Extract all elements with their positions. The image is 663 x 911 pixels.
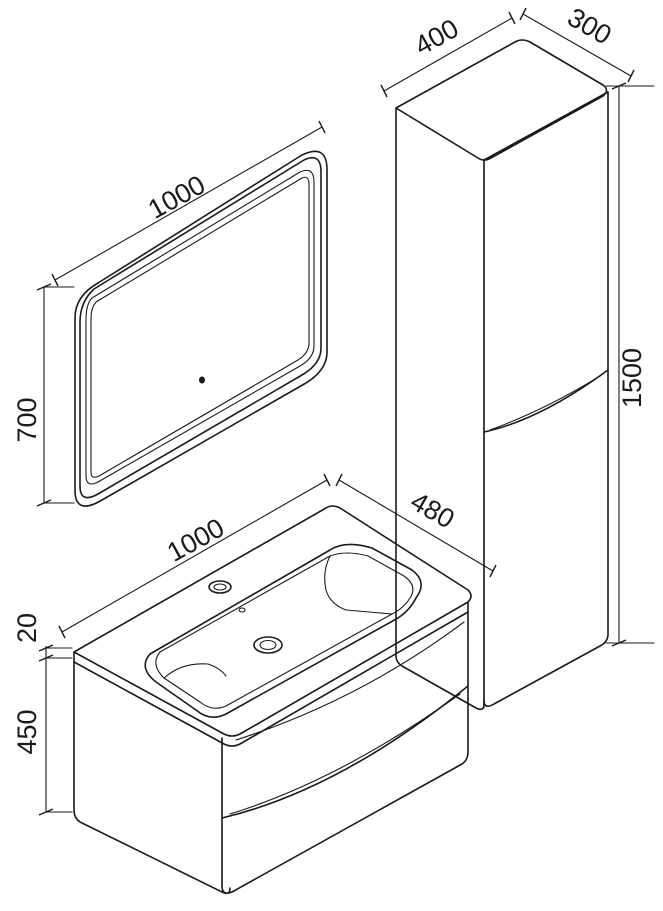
tap-hole-icon	[208, 580, 232, 594]
led-mirror	[74, 150, 328, 507]
vanity-unit	[73, 505, 472, 895]
vanity-height-dimension: 450	[12, 660, 73, 816]
vanity-width-dimension: 1000	[58, 473, 331, 639]
cabinet-height-label: 1500	[617, 348, 647, 408]
mirror-width-label: 1000	[143, 169, 210, 224]
tall-cabinet	[395, 39, 609, 711]
worktop-thickness-dimension: 20	[12, 613, 73, 662]
overflow-hole-icon	[238, 607, 246, 613]
cabinet-width-label: 400	[410, 13, 464, 61]
cabinet-depth-label: 300	[562, 2, 616, 51]
vanity-depth-label: 480	[405, 486, 459, 535]
vanity-depth-dimension: 480	[335, 473, 497, 578]
cabinet-width-dimension: 400	[380, 11, 516, 98]
mirror-height-label: 700	[12, 397, 42, 442]
mirror-width-dimension: 1000	[51, 120, 326, 287]
mirror-sensor-icon	[199, 376, 205, 384]
cabinet-height-dimension: 1500	[605, 82, 655, 647]
vanity-height-label: 450	[12, 709, 42, 754]
mirror-height-dimension: 700	[12, 283, 75, 507]
basin-drain-icon	[253, 636, 283, 654]
worktop-thickness-label: 20	[12, 613, 42, 643]
vanity-width-label: 1000	[162, 512, 229, 567]
